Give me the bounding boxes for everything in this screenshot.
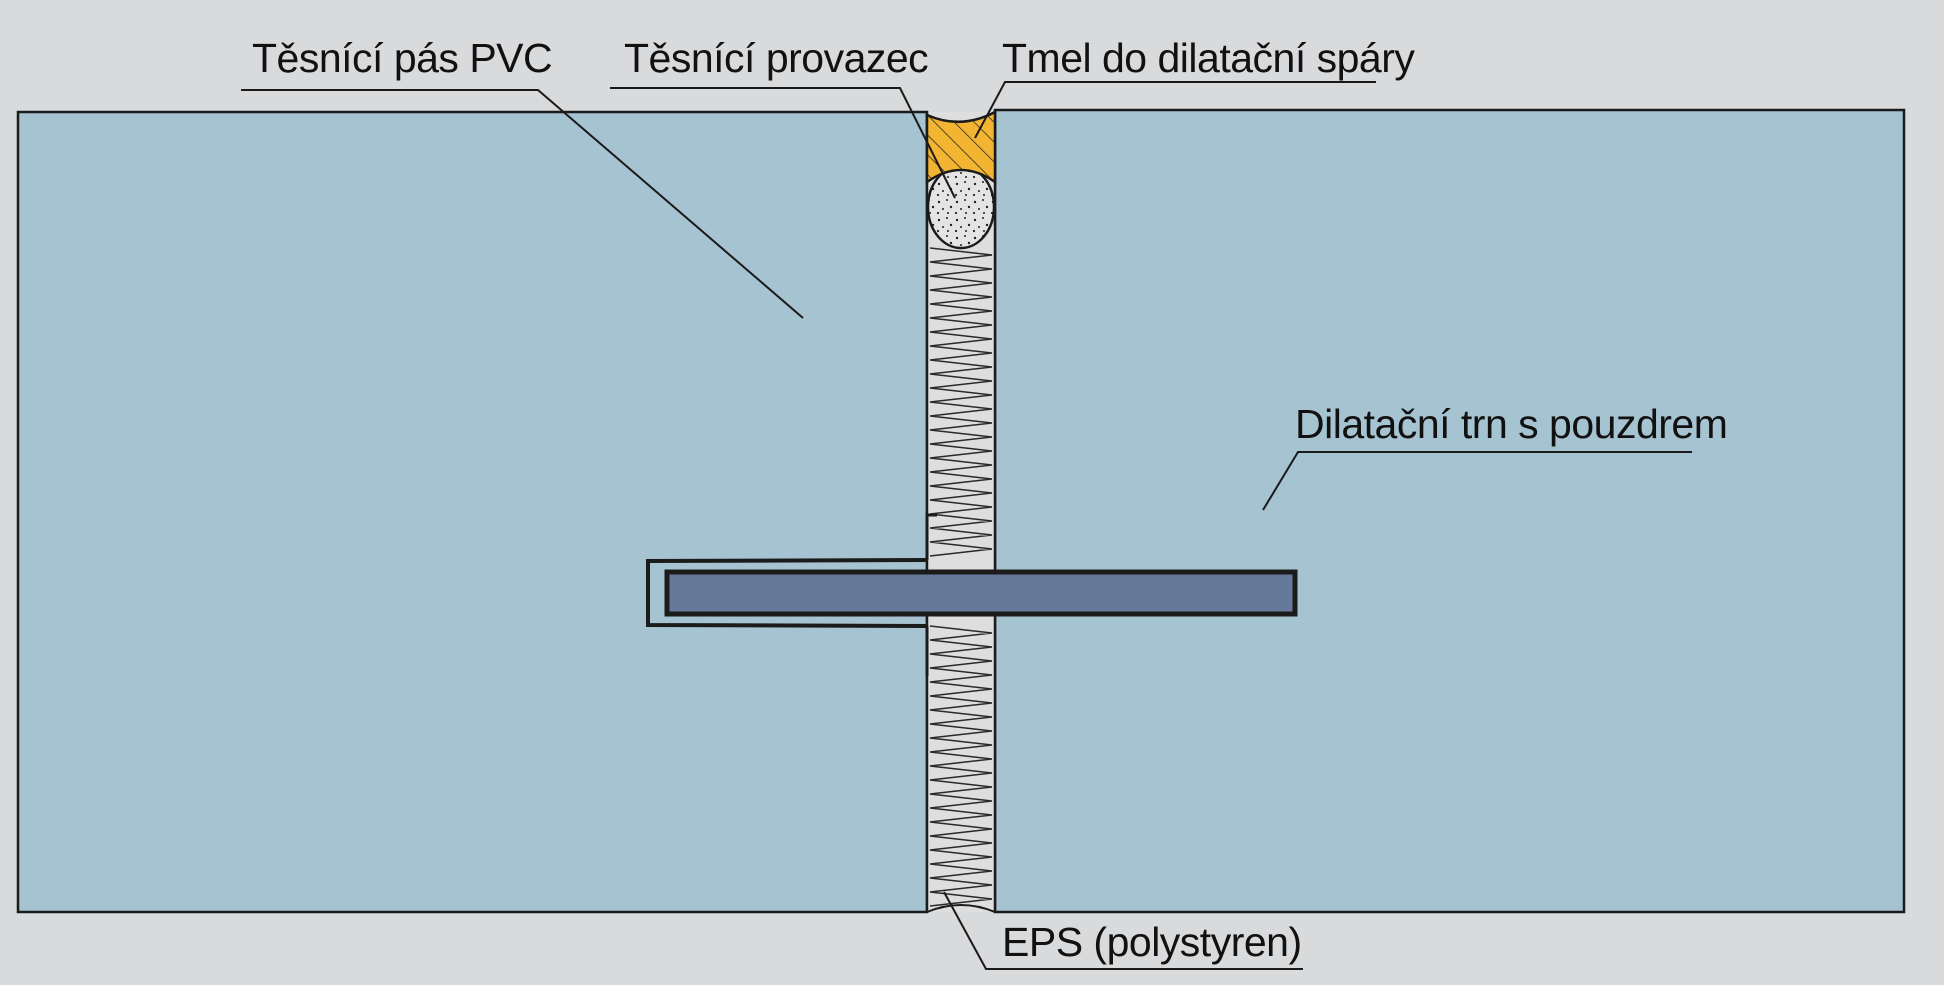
right-concrete-slab	[993, 108, 1906, 914]
dowel-label: Dilatační trn s pouzdrem	[1295, 401, 1727, 447]
eps-zigzag-line	[929, 247, 993, 557]
joint-sealant-leader	[974, 81, 1376, 139]
joint-sealant-label: Tmel do dilatační spáry	[1002, 35, 1415, 81]
eps-zigzag-line	[929, 625, 993, 907]
dowel-leader	[1262, 451, 1692, 511]
dowel-bar	[664, 569, 1298, 617]
eps-label: EPS (polystyren)	[1002, 919, 1302, 965]
sealing-cord	[926, 164, 996, 250]
pvc-strip-leader	[241, 89, 804, 319]
sealing-cord-leader	[610, 87, 956, 199]
left-concrete-slab	[16, 110, 929, 914]
sealing-cord-label: Těsnící provazec	[624, 35, 928, 81]
eps-leader	[943, 891, 1303, 970]
pvc-strip-label: Těsnící pás PVC	[252, 35, 552, 81]
